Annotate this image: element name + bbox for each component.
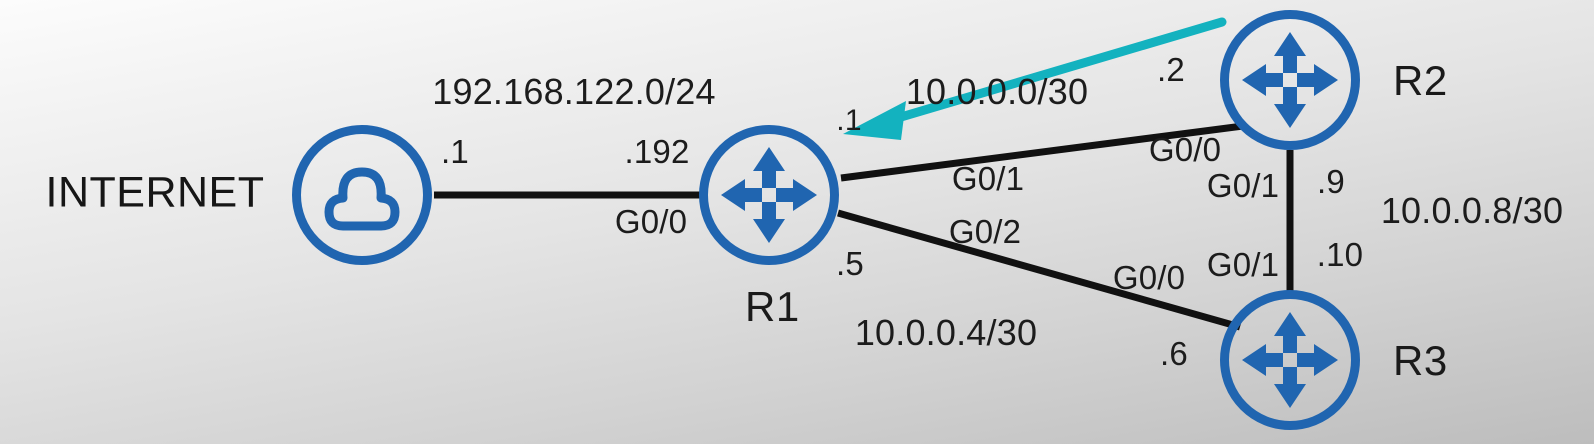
ip-label-r1-1: .1 (836, 104, 862, 137)
r3-label: R3 (1393, 337, 1448, 384)
cloud-circle (292, 125, 432, 265)
interface-label-r1-g00: G0/0 (614, 203, 688, 240)
node-internet[interactable] (292, 125, 432, 265)
subnet-label-r2-r3: 10.0.0.8/30 (1380, 190, 1564, 231)
interface-label-r3-g00: G0/0 (1112, 259, 1186, 296)
router-icon (1242, 312, 1338, 408)
subnet-label-r1-r3: 10.0.0.4/30 (854, 312, 1038, 353)
highlight-arrow-icon (843, 17, 1227, 140)
node-r1[interactable] (699, 125, 839, 265)
ip-label-r2-2: .2 (1157, 51, 1185, 88)
ip-label-internet-1: .1 (441, 133, 469, 170)
link-r1-r3 (837, 209, 1241, 331)
ip-label-r3-6: .6 (1160, 335, 1188, 372)
subnet-label-r1-r2: 10.0.0.0/30 (905, 71, 1089, 112)
ip-label-r1-5: .5 (836, 245, 864, 282)
router-icon (721, 147, 817, 243)
ip-label-r3-10: .10 (1316, 236, 1364, 273)
r3-circle (1220, 290, 1360, 430)
link-r1-r2 (840, 122, 1244, 182)
cloud-icon (324, 167, 400, 231)
r1-circle (699, 125, 839, 265)
r1-label: R1 (745, 283, 800, 330)
internet-label: INTERNET (45, 168, 265, 217)
interface-label-r1-g02: G0/2 (948, 213, 1022, 250)
r2-label: R2 (1393, 57, 1448, 104)
router-icon (1242, 32, 1338, 128)
subnet-label-internet: 192.168.122.0/24 (432, 71, 716, 112)
ip-label-r1-192: .192 (624, 133, 690, 170)
node-r3[interactable] (1220, 290, 1360, 430)
node-r2[interactable] (1220, 10, 1360, 150)
interface-label-r3-g01: G0/1 (1206, 246, 1280, 283)
ip-label-r2-9: .9 (1317, 163, 1345, 200)
interface-label-r2-g00: G0/0 (1148, 131, 1222, 168)
r2-circle (1220, 10, 1360, 150)
interface-label-r1-g01: G0/1 (951, 160, 1025, 197)
interface-label-r2-g01: G0/1 (1206, 167, 1280, 204)
